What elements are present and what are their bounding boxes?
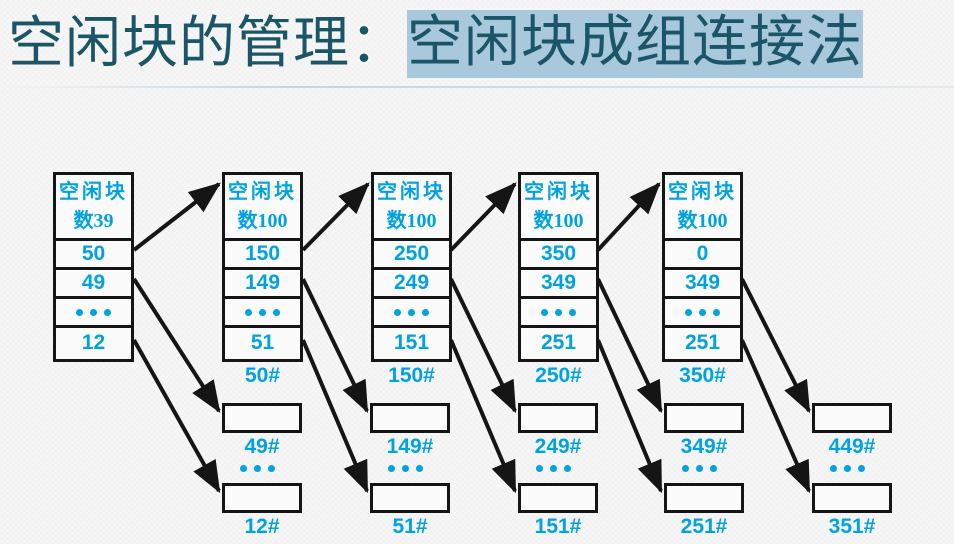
- free-block[interactable]: [222, 483, 302, 513]
- group-entry-ellipsis: [225, 299, 300, 328]
- group-entry[interactable]: 12: [56, 328, 131, 357]
- header-line2: 数39: [73, 209, 114, 232]
- title-highlighted-text: 空闲块成组连接法: [407, 10, 863, 78]
- free-block[interactable]: [370, 483, 450, 513]
- group-entry[interactable]: 349: [665, 270, 740, 299]
- group-entry[interactable]: 50: [56, 241, 131, 270]
- arrow-g5-blk1: [740, 278, 811, 414]
- group-entry[interactable]: 149: [225, 270, 300, 299]
- free-block-label: 449#: [828, 435, 876, 458]
- header-line1: 空闲块: [228, 180, 297, 203]
- free-block[interactable]: [664, 483, 744, 513]
- header-line2: 数100: [677, 209, 728, 232]
- header-line2: 数100: [533, 209, 584, 232]
- free-block-label: 12#: [244, 515, 280, 538]
- free-block-label: 149#: [386, 435, 434, 458]
- header-line1: 空闲块: [524, 180, 593, 203]
- group-entry[interactable]: 51: [225, 328, 300, 357]
- group-column-3[interactable]: 空闲块 数100 250 249 151: [371, 172, 452, 362]
- free-block-label: 249#: [534, 435, 582, 458]
- free-block-label: 251#: [680, 515, 728, 538]
- group-entry[interactable]: 150: [225, 241, 300, 270]
- group-entry[interactable]: 0: [665, 241, 740, 270]
- arrow-g2-blk2: [301, 339, 369, 494]
- arrow-g2-blk1: [301, 278, 369, 414]
- free-block[interactable]: [518, 483, 598, 513]
- title-plain-text: 空闲块的管理：: [8, 13, 407, 75]
- arrow-g4-blk2: [596, 339, 663, 494]
- block-ellipsis: [536, 465, 571, 472]
- arrow-g4-next: [596, 182, 661, 252]
- free-block[interactable]: [812, 483, 892, 513]
- free-block-label: 351#: [828, 515, 876, 538]
- page-title: 空闲块的管理：空闲块成组连接法: [0, 0, 954, 88]
- group-entry-ellipsis: [665, 299, 740, 328]
- free-block[interactable]: [518, 403, 598, 433]
- stack-label-4: 250#: [535, 364, 582, 387]
- group-header-3: 空闲块 数100: [374, 175, 449, 241]
- block-ellipsis: [388, 465, 423, 472]
- arrow-g4-blk1: [596, 278, 663, 414]
- free-block-label: 151#: [534, 515, 582, 538]
- header-line1: 空闲块: [377, 180, 446, 203]
- group-column-2[interactable]: 空闲块 数100 150 149 51: [222, 172, 303, 362]
- arrow-g1-blk2: [132, 339, 221, 494]
- group-entry[interactable]: 249: [374, 270, 449, 299]
- group-header-1: 空闲块 数39: [56, 175, 131, 241]
- group-entry[interactable]: 349: [521, 270, 596, 299]
- arrow-g1-blk1: [132, 277, 221, 414]
- header-line1: 空闲块: [59, 180, 128, 203]
- group-entry-ellipsis: [374, 299, 449, 328]
- header-line1: 空闲块: [668, 180, 737, 203]
- group-entry[interactable]: 49: [56, 270, 131, 299]
- free-block-label: 349#: [680, 435, 728, 458]
- arrow-g2-next: [301, 182, 370, 252]
- arrow-g3-blk1: [449, 278, 517, 414]
- arrow-g3-blk2: [449, 339, 517, 494]
- group-header-5: 空闲块 数100: [665, 175, 740, 241]
- group-header-4: 空闲块 数100: [521, 175, 596, 241]
- block-ellipsis: [682, 465, 717, 472]
- group-column-4[interactable]: 空闲块 数100 350 349 251: [518, 172, 599, 362]
- group-header-2: 空闲块 数100: [225, 175, 300, 241]
- arrow-g5-blk2: [740, 339, 811, 494]
- stack-label-5: 350#: [679, 364, 726, 387]
- block-ellipsis: [830, 465, 865, 472]
- free-block[interactable]: [812, 403, 892, 433]
- group-entry[interactable]: 250: [374, 241, 449, 270]
- group-entry[interactable]: 151: [374, 328, 449, 357]
- group-entry[interactable]: 251: [665, 328, 740, 357]
- block-ellipsis: [240, 465, 275, 472]
- free-block-label: 49#: [244, 435, 280, 458]
- header-line2: 数100: [237, 209, 288, 232]
- header-line2: 数100: [386, 209, 437, 232]
- stack-label-2: 50#: [244, 364, 281, 387]
- group-entry-ellipsis: [56, 299, 131, 328]
- stack-label-3: 150#: [388, 364, 435, 387]
- group-entry-ellipsis: [521, 299, 596, 328]
- free-block[interactable]: [222, 403, 302, 433]
- group-column-1[interactable]: 空闲块 数39 50 49 12: [53, 172, 134, 362]
- free-block[interactable]: [664, 403, 744, 433]
- arrow-g3-next: [449, 182, 517, 252]
- title-underline: [0, 86, 954, 88]
- arrow-g1-next: [132, 182, 221, 252]
- group-entry[interactable]: 251: [521, 328, 596, 357]
- free-block[interactable]: [370, 403, 450, 433]
- free-block-label: 51#: [392, 515, 428, 538]
- group-entry[interactable]: 350: [521, 241, 596, 270]
- group-column-5[interactable]: 空闲块 数100 0 349 251: [662, 172, 743, 362]
